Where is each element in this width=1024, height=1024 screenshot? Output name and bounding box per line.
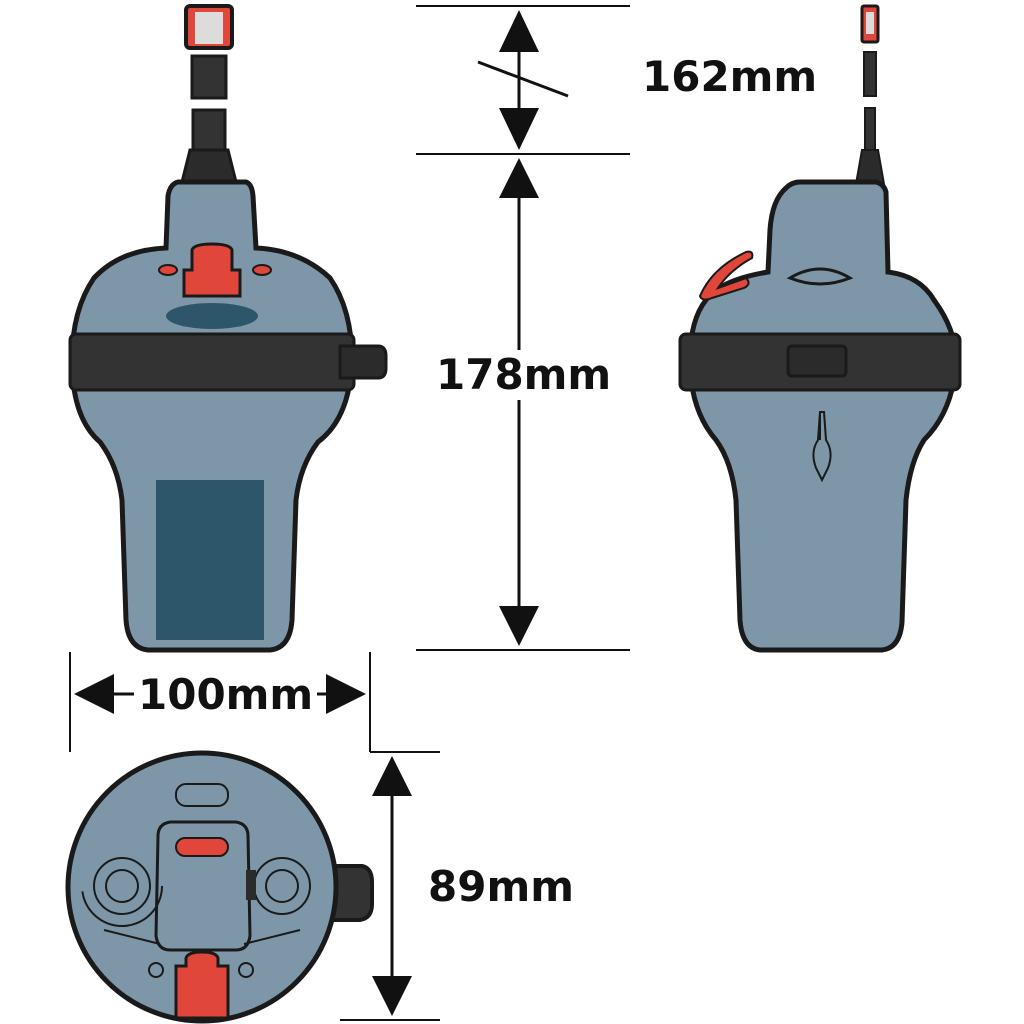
diameter-dimension (340, 751, 440, 1021)
antenna-length-label: 162mm (642, 52, 818, 101)
front-antenna (180, 4, 238, 184)
top-red-indicator (175, 837, 229, 857)
front-release-button (158, 242, 272, 298)
front-view (68, 4, 388, 653)
top-left-boss (81, 845, 163, 927)
body-height-label: 178mm (436, 350, 612, 400)
side-release-lever (698, 250, 754, 301)
top-view (65, 750, 374, 1024)
front-body (69, 179, 355, 653)
side-body (687, 179, 959, 653)
diameter-label: 89mm (428, 862, 574, 911)
side-band-window (786, 344, 848, 378)
side-drain-slot (812, 411, 832, 483)
side-lens-bump (786, 267, 854, 286)
front-band (68, 332, 356, 392)
top-release-button (174, 950, 230, 1020)
front-label-panel (156, 480, 264, 640)
top-side-knob (330, 864, 374, 922)
top-lower-arc (103, 929, 301, 945)
side-view (678, 4, 962, 653)
body-height-dimension (499, 158, 539, 646)
top-slot (175, 783, 229, 807)
antenna-dimension (477, 10, 569, 150)
side-antenna (854, 4, 886, 185)
width-label: 100mm (134, 674, 318, 716)
front-lens (166, 303, 258, 329)
front-band-clip (338, 344, 388, 380)
